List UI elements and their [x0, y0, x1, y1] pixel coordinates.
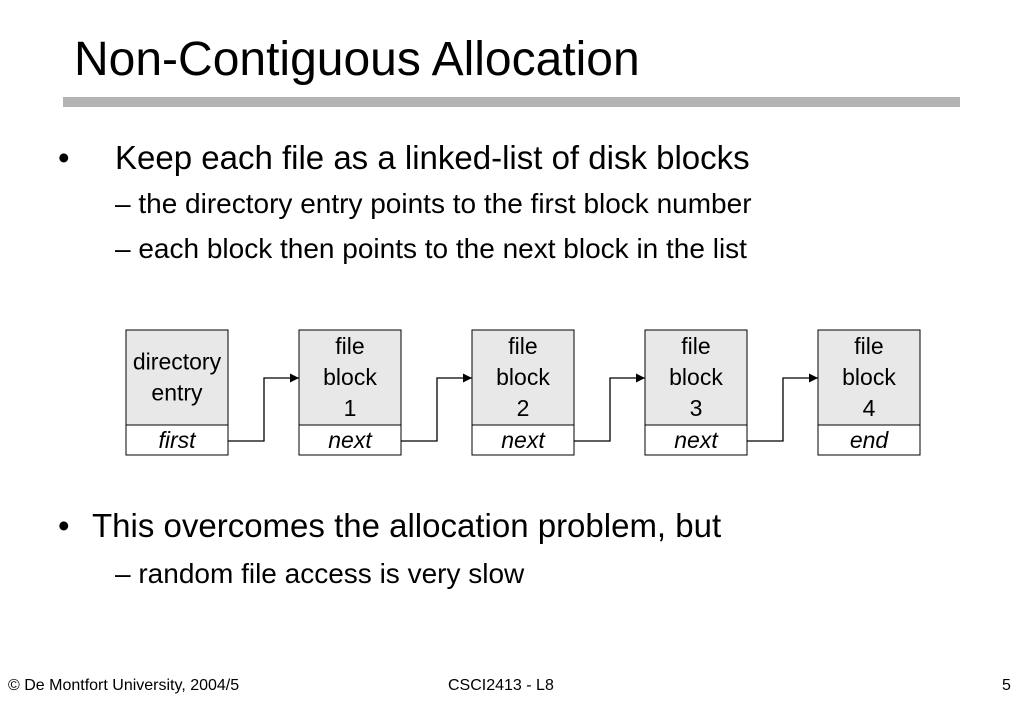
file-block-2-pointer-cell	[471, 424, 575, 456]
file-block-3-pointer-cell	[644, 424, 748, 456]
sub-bullet-random-access: – random file access is very slow	[115, 558, 525, 589]
file-block-3-label-cell	[644, 329, 748, 426]
directory-entry-pointer-cell	[125, 424, 229, 456]
file-block-3-label-line: file	[681, 333, 710, 359]
file-block-4-pointer-label: end	[850, 427, 890, 453]
directory-entry-label-line: directory	[133, 349, 222, 375]
file-block-3-label-line: block	[669, 364, 723, 390]
file-block-1-label-line: block	[323, 364, 377, 390]
title-underline	[63, 97, 960, 107]
pointer-arrow	[747, 373, 818, 442]
file-block-1-label-line: 1	[344, 395, 357, 421]
directory-entry-pointer-label: first	[158, 427, 197, 453]
bullet-linked-list: Keep each file as a linked-list of disk …	[115, 139, 750, 176]
file-block-1-label-cell	[298, 329, 402, 426]
file-block-2-label-cell	[471, 329, 575, 426]
sub-bullet-next-block: – each block then points to the next blo…	[115, 233, 747, 264]
file-block-2-label-line: file	[508, 333, 537, 359]
sub-bullet-directory-entry: – the directory entry points to the firs…	[115, 188, 752, 219]
directory-entry-label-cell	[125, 329, 229, 426]
file-block-4-label-line: block	[842, 364, 896, 390]
file-block-1-label-line: file	[335, 333, 364, 359]
bullet-overcomes-problem: This overcomes the allocation problem, b…	[92, 507, 722, 544]
bullet-marker: •	[58, 507, 70, 544]
file-block-4-label-cell	[817, 329, 921, 426]
pointer-arrow	[574, 373, 645, 442]
file-block-2-label-line: block	[496, 364, 550, 390]
file-block-2-pointer-label: next	[501, 427, 546, 453]
file-block-4-label-line: 4	[863, 395, 876, 421]
pointer-arrow	[401, 373, 472, 442]
footer-course-code: CSCI2413 - L8	[448, 677, 554, 694]
slide-title: Non-Contiguous Allocation	[74, 33, 640, 86]
file-block-1-pointer-label: next	[328, 427, 373, 453]
file-block-4-label-line: file	[854, 333, 883, 359]
directory-entry-label-line: entry	[151, 380, 203, 406]
file-block-3-label-line: 3	[690, 395, 703, 421]
file-block-4-pointer-cell	[817, 424, 921, 456]
file-block-3-pointer-label: next	[674, 427, 719, 453]
pointer-arrow	[228, 373, 299, 442]
bullet-marker: •	[58, 139, 70, 176]
footer-copyright: © De Montfort University, 2004/5	[8, 677, 240, 694]
file-block-2-label-line: 2	[517, 395, 530, 421]
footer-page-number: 5	[1002, 677, 1011, 694]
file-block-1-pointer-cell	[298, 424, 402, 456]
